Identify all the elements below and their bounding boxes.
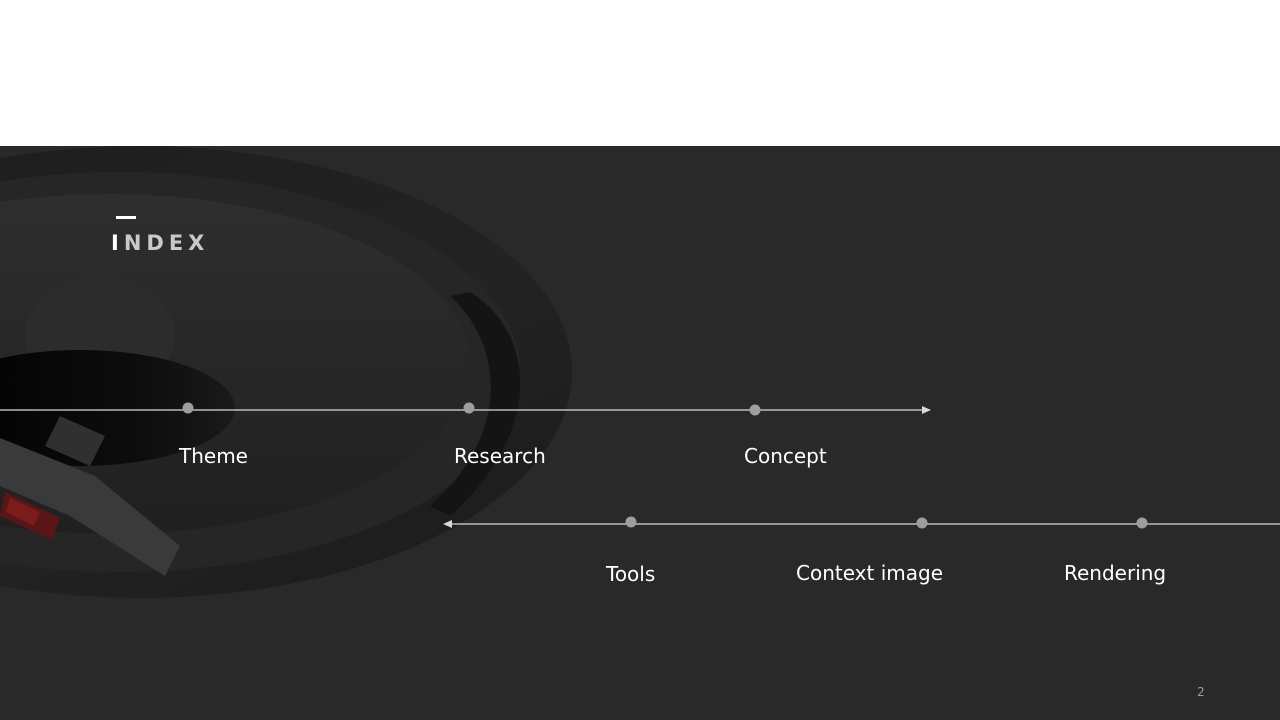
timeline-dot-theme [182,402,194,414]
timeline-label-research: Research [454,444,546,468]
timeline-dot-concept [749,404,761,416]
timeline-dot-context-image [916,517,928,529]
dark-content-panel [0,146,1280,720]
page-number: 2 [1197,685,1205,699]
timeline-label-theme: Theme [179,444,248,468]
page-title-initial: I [111,231,124,255]
timeline-row1-arrowhead [922,406,931,414]
timeline-dot-rendering [1136,517,1148,529]
timeline-row2-arrowhead [443,520,452,528]
title-accent-dash [116,216,136,219]
page-title-rest: NDEX [123,231,210,255]
timeline-label-concept: Concept [744,444,827,468]
timeline-dot-research [463,402,475,414]
timeline-dot-tools [625,516,637,528]
ring-lamp-photo [0,146,572,598]
page-title: INDEX [111,230,209,256]
timeline-label-context-image: Context image [796,561,944,585]
timeline-label-rendering: Rendering [1064,561,1167,585]
timeline-label-tools: Tools [606,562,656,586]
